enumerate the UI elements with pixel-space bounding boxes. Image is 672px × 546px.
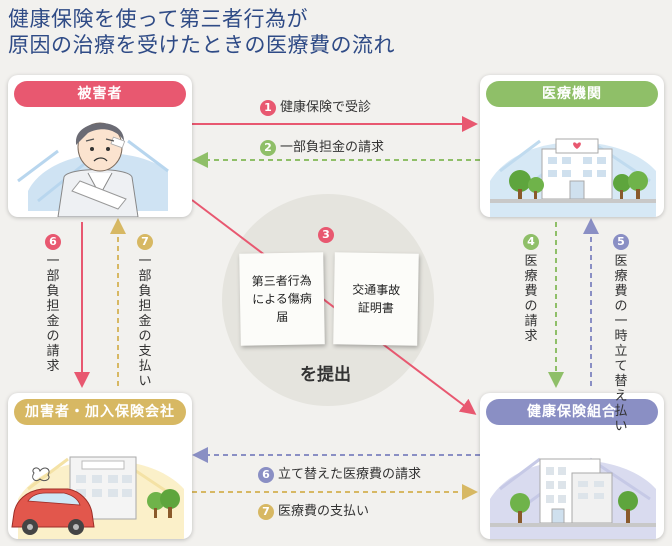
medical-box: 医療機関 [480, 75, 664, 217]
victim-box: 被害者 [8, 75, 192, 217]
step7a-text: 一部負担金の支払い [138, 254, 152, 389]
step2-number: 2 [260, 139, 276, 156]
hospital-illustration [480, 111, 664, 217]
office-building-illustration [480, 429, 664, 539]
step5-label: 5 医療費の一時立て替え払い [612, 234, 630, 434]
perpetrator-header: 加害者・加入保険会社 [14, 399, 186, 425]
step5-number: 5 [613, 234, 629, 250]
injury-report-text: 第三者行為による傷病届 [251, 273, 312, 325]
accident-certificate-document: 交通事故証明書 [333, 252, 419, 346]
step7a-number: 7 [137, 234, 153, 250]
title-line-1: 健康保険を使って第三者行為が [8, 7, 308, 31]
step1-number: 1 [260, 99, 276, 116]
step4-text: 医療費の請求 [524, 254, 538, 344]
step7b-number: 7 [258, 503, 274, 520]
step2-label: 2 一部負担金の請求 [260, 136, 384, 156]
step6b-label: 6 立て替えた医療費の請求 [258, 463, 421, 483]
car-illustration [8, 429, 192, 539]
step6a-number: 6 [45, 234, 61, 250]
arrow-step3 [191, 199, 477, 415]
step5-text: 医療費の一時立て替え払い [614, 254, 628, 434]
step2-text: 一部負担金の請求 [280, 140, 385, 155]
step1-label: 1 健康保険で受診 [260, 96, 371, 116]
step6b-text: 立て替えた医療費の請求 [278, 467, 422, 482]
perpetrator-box: 加害者・加入保険会社 [8, 393, 192, 539]
medical-header: 医療機関 [486, 81, 658, 107]
injury-report-document: 第三者行為による傷病届 [239, 252, 325, 346]
step7b-label: 7 医療費の支払い [258, 500, 369, 520]
step4-number: 4 [523, 234, 539, 250]
step6a-text: 一部負担金の請求 [46, 254, 60, 374]
step6b-number: 6 [258, 466, 274, 483]
step3-number-wrap: 3 [318, 224, 334, 243]
step7a-label: 7 一部負担金の支払い [136, 234, 154, 389]
accident-certificate-text: 交通事故証明書 [352, 282, 401, 316]
submission-circle [222, 194, 434, 406]
union-header: 健康保険組合 [486, 399, 658, 425]
title-line-2: 原因の治療を受けたときの医療費の流れ [8, 33, 395, 57]
victim-header: 被害者 [14, 81, 186, 107]
submit-label: を提出 [300, 365, 351, 385]
victim-illustration [8, 111, 192, 217]
union-box: 健康保険組合 [480, 393, 664, 539]
page-title: 健康保険を使って第三者行為が 原因の治療を受けたときの医療費の流れ [8, 6, 395, 58]
step1-text: 健康保険で受診 [280, 100, 372, 115]
step3-number: 3 [318, 226, 334, 243]
step4-label: 4 医療費の請求 [522, 234, 540, 344]
step7b-text: 医療費の支払い [278, 504, 370, 519]
step6a-label: 6 一部負担金の請求 [44, 234, 62, 374]
